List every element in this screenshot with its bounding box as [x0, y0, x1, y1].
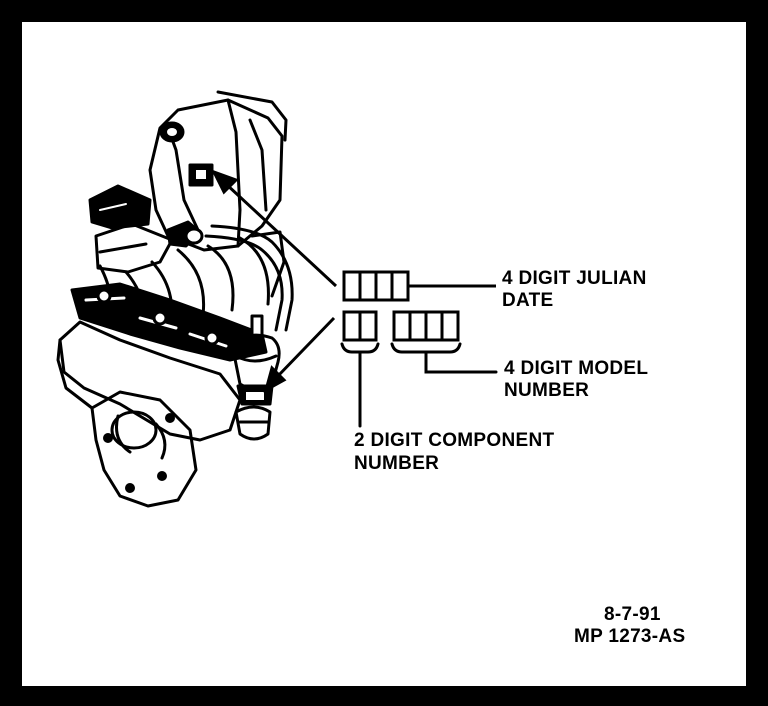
julian-date-label-line2: DATE: [502, 290, 554, 312]
model-number-label-line1: 4 DIGIT MODEL: [504, 358, 648, 380]
julian-date-label-line1: 4 DIGIT JULIAN: [502, 268, 647, 290]
figure-code: MP 1273-AS: [574, 626, 685, 648]
figure-date: 8-7-91: [604, 604, 661, 626]
grouping-brackets: [342, 344, 496, 426]
component-number-label-line1: 2 DIGIT COMPONENT: [354, 430, 554, 452]
component-number-label-line2: NUMBER: [354, 453, 439, 475]
julian-date-boxes: [344, 272, 408, 300]
model-number-label-line2: NUMBER: [504, 380, 589, 402]
component-number-boxes: [344, 312, 376, 340]
model-leader-line: [426, 352, 496, 372]
model-number-boxes: [394, 312, 458, 340]
engine-manifold-illustration: [58, 92, 292, 506]
arrow-to-lower-tag: [276, 318, 334, 378]
